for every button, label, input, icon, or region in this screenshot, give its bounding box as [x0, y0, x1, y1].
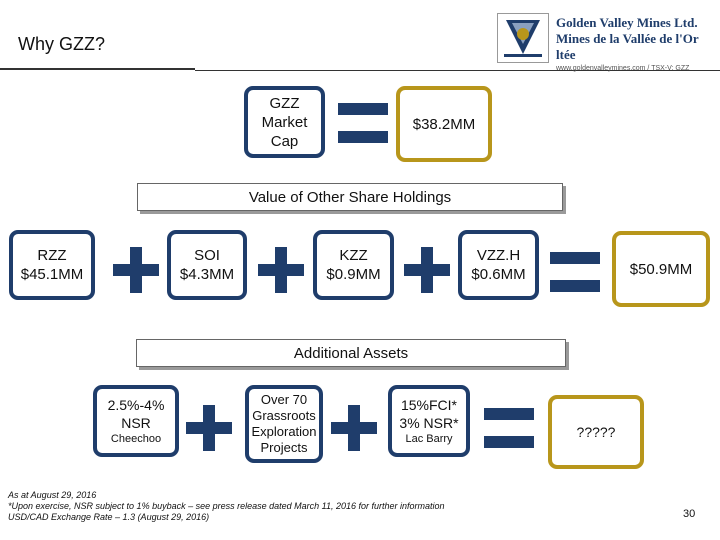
- plus-icon: [113, 247, 159, 293]
- holding-box-kzz: KZZ $0.9MM: [313, 230, 394, 300]
- equals-icon: [484, 408, 534, 448]
- footnote-exchange-rate: USD/CAD Exchange Rate – 1.3 (August 29, …: [8, 512, 210, 522]
- grassroots-line: Exploration: [251, 424, 317, 439]
- grassroots-box: Over 70 Grassroots Exploration Projects: [245, 385, 323, 463]
- market-cap-box: GZZ Market Cap: [244, 86, 325, 158]
- plus-icon: [186, 405, 232, 451]
- holding-ticker: VZZ.H: [476, 247, 521, 264]
- footnote-date: As at August 29, 2016: [8, 490, 97, 500]
- holding-value: $0.6MM: [471, 266, 526, 283]
- fci-percent: 15%FCI*: [400, 397, 458, 413]
- fci-box: 15%FCI* 3% NSR* Lac Barry: [388, 385, 470, 457]
- market-cap-value: $38.2MM: [412, 115, 476, 133]
- holding-value: $45.1MM: [20, 266, 84, 283]
- grassroots-line: Projects: [260, 440, 308, 455]
- nsr-property: Cheechoo: [110, 433, 162, 445]
- holding-ticker: SOI: [194, 247, 220, 264]
- holding-value: $0.9MM: [326, 266, 381, 283]
- company-website: www.goldenvalleymines.com / TSX-V: GZZ: [556, 65, 690, 72]
- holding-box-rzz: RZZ $45.1MM: [9, 230, 95, 300]
- additional-assets-total: ?????: [576, 424, 616, 440]
- plus-icon: [331, 405, 377, 451]
- market-cap-line: Market: [261, 113, 308, 131]
- market-cap-line: Cap: [270, 132, 299, 150]
- holding-ticker: RZZ: [37, 247, 67, 264]
- market-cap-line: GZZ: [269, 94, 300, 112]
- nsr-label: NSR: [121, 415, 151, 431]
- fci-property: Lac Barry: [405, 433, 453, 445]
- nsr-box: 2.5%-4% NSR Cheechoo: [93, 385, 179, 457]
- logo-emblem-icon: [497, 13, 549, 63]
- footnote-nsr: *Upon exercise, NSR subject to 1% buybac…: [8, 501, 445, 511]
- holdings-total-box: $50.9MM: [612, 231, 710, 307]
- holding-ticker: KZZ: [339, 247, 368, 264]
- page-number: 30: [683, 508, 696, 520]
- additional-assets-banner-text: Additional Assets: [293, 344, 409, 362]
- holding-box-soi: SOI $4.3MM: [167, 230, 247, 300]
- holdings-total-value: $50.9MM: [629, 260, 693, 278]
- header-rule: [195, 70, 720, 71]
- company-logo-text: Golden Valley Mines Ltd. Mines de la Val…: [556, 15, 720, 75]
- grassroots-line: Grassroots: [252, 408, 316, 423]
- company-name-en: Golden Valley Mines Ltd.: [556, 15, 698, 30]
- title-underline: [0, 68, 195, 70]
- company-name-fr: Mines de la Vallée de l'Or ltée: [556, 31, 699, 62]
- market-cap-value-box: $38.2MM: [396, 86, 492, 162]
- footnotes: As at August 29, 2016 *Upon exercise, NS…: [8, 490, 445, 523]
- slide-title: Why GZZ?: [18, 34, 106, 54]
- holding-box-vzzh: VZZ.H $0.6MM: [458, 230, 539, 300]
- plus-icon: [258, 247, 304, 293]
- share-holdings-banner-text: Value of Other Share Holdings: [248, 188, 452, 206]
- additional-assets-total-box: ?????: [548, 395, 644, 469]
- additional-assets-banner: Additional Assets: [136, 339, 566, 367]
- equals-icon: [338, 103, 388, 143]
- fci-nsr: 3% NSR*: [399, 415, 459, 431]
- share-holdings-banner: Value of Other Share Holdings: [137, 183, 563, 211]
- equals-icon: [550, 252, 600, 292]
- grassroots-line: Over 70: [260, 392, 308, 407]
- nsr-range: 2.5%-4%: [107, 397, 165, 413]
- plus-icon: [404, 247, 450, 293]
- holding-value: $4.3MM: [179, 266, 235, 283]
